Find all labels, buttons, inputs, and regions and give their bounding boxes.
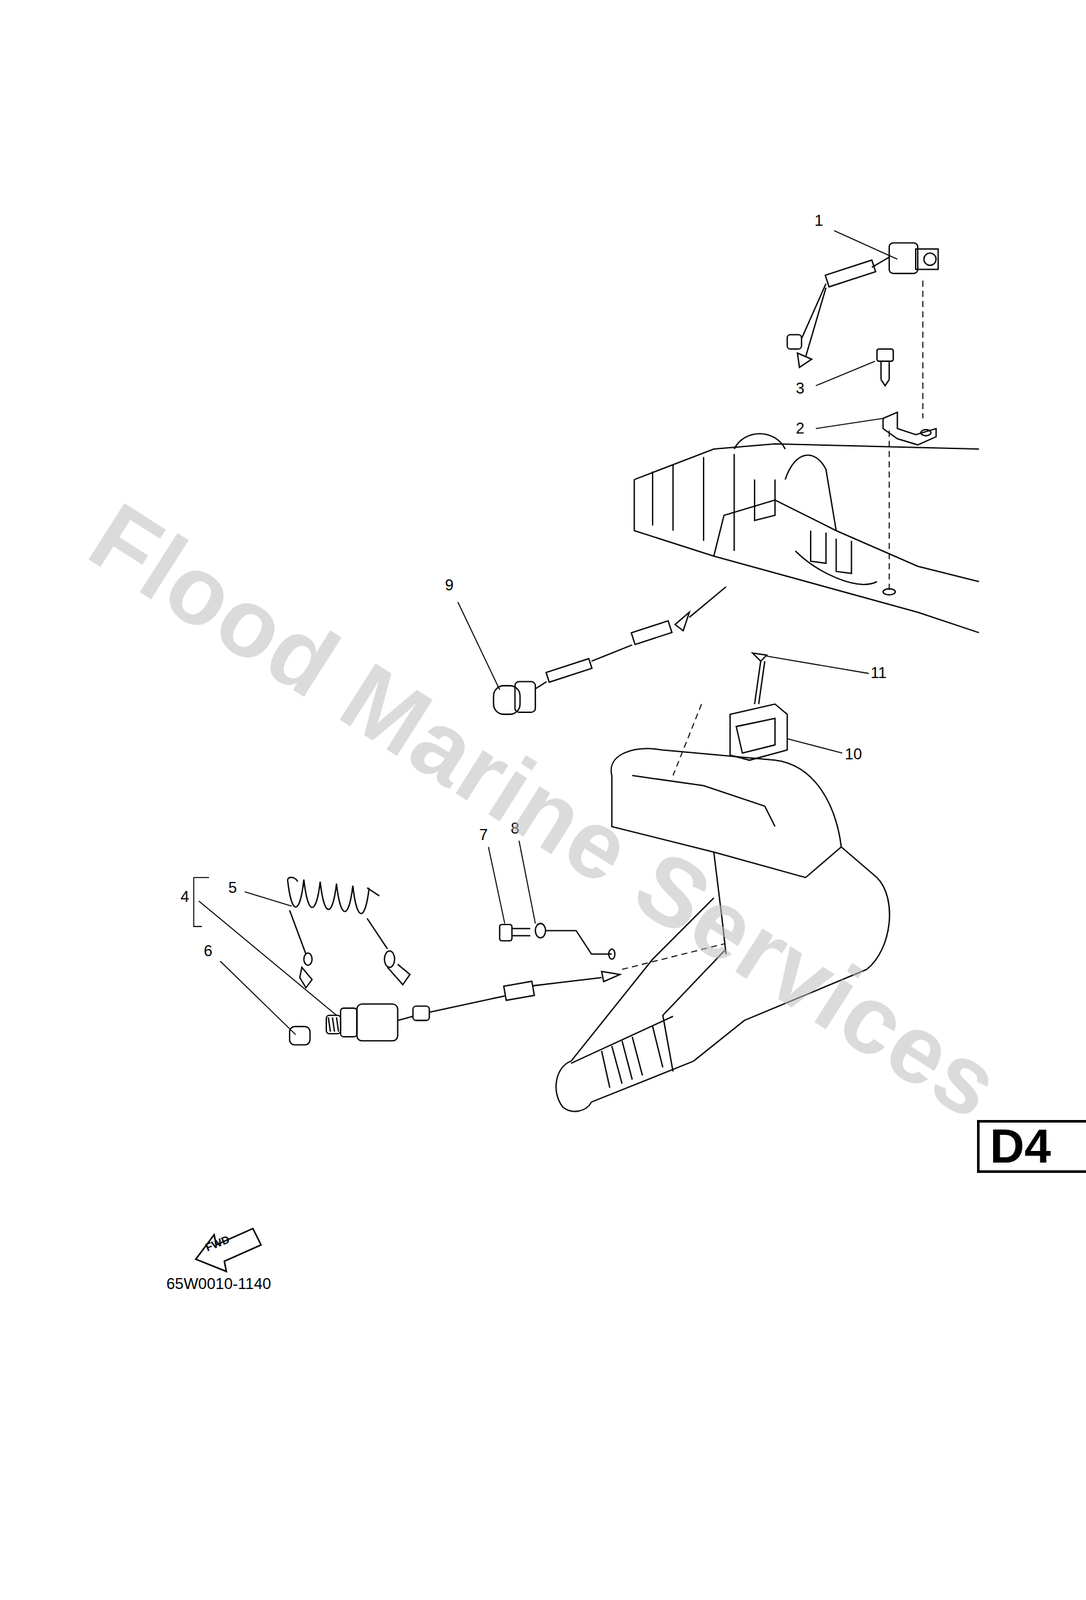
direction-label: FWD bbox=[203, 1233, 231, 1253]
callout-number: 3 bbox=[795, 380, 805, 396]
page-box: D4 bbox=[977, 1119, 1086, 1173]
drawing-code: 65W0010-1140 bbox=[166, 1275, 271, 1292]
callout-number: 11 bbox=[870, 664, 887, 681]
callout-number: 6 bbox=[203, 942, 213, 959]
callout-number: 9 bbox=[444, 577, 454, 593]
page-code: D4 bbox=[989, 1122, 1052, 1170]
callout-number: 1 bbox=[814, 212, 823, 229]
callout-number: 10 bbox=[844, 746, 863, 762]
callout-number: 2 bbox=[795, 420, 805, 436]
callout-number: 4 bbox=[180, 888, 189, 905]
watermark: Flood Marine Services bbox=[75, 486, 1017, 1136]
callout-number: 5 bbox=[228, 879, 237, 896]
